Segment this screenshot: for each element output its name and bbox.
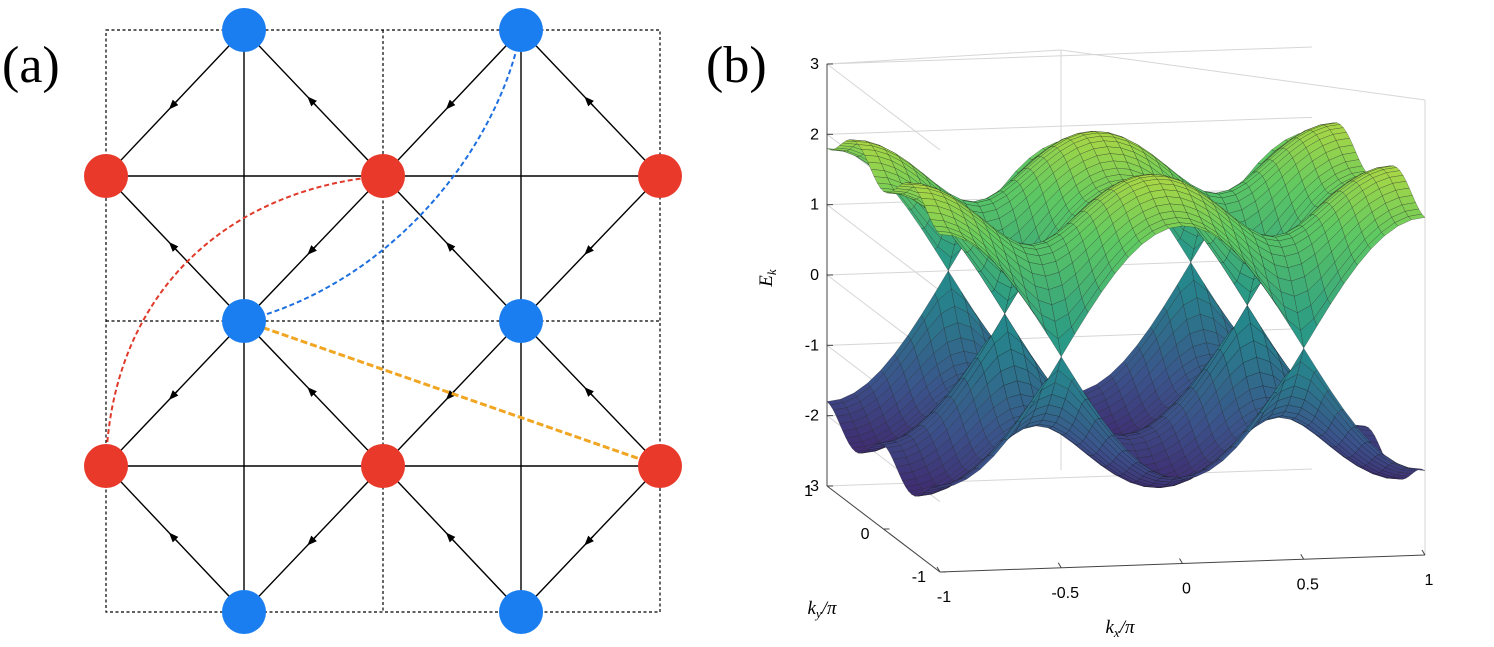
- blue-site: [222, 8, 266, 52]
- x-tick-label: -1: [937, 589, 951, 606]
- box-edge: [826, 49, 1062, 65]
- z-axis-label: Ek: [756, 269, 779, 288]
- panel-a-label: (a): [2, 37, 60, 94]
- z-tick-label: 2: [810, 126, 819, 143]
- x-tick-label: 0: [1182, 581, 1191, 598]
- bond-arrow: [168, 390, 179, 400]
- blue-site: [499, 590, 543, 634]
- red-site: [361, 154, 405, 198]
- blue-site: [222, 590, 266, 634]
- gridline: [825, 46, 1313, 151]
- lattice-diagram: (a): [2, 8, 682, 634]
- y-tick-label: -1: [912, 569, 926, 586]
- diagonal-bonds: [105, 29, 661, 613]
- bond-arrow: [168, 99, 179, 110]
- bond-arrow: [307, 535, 317, 546]
- gridline: [825, 468, 1313, 573]
- box-edge: [1060, 49, 1426, 101]
- x-tick-label: 1: [1425, 572, 1434, 589]
- lower-band-surface: [826, 261, 1426, 497]
- x-tick: [1179, 558, 1183, 564]
- red-site: [638, 154, 682, 198]
- orange-long-bond: [243, 319, 661, 468]
- blue-site: [499, 299, 543, 343]
- bond-arrow: [168, 532, 179, 543]
- blue-site: [499, 8, 543, 52]
- x-tick-label: -0.5: [1051, 585, 1079, 602]
- bond-arrow: [307, 245, 317, 255]
- bond-arrow: [584, 387, 594, 397]
- red-site: [84, 154, 128, 198]
- bond-arrow: [307, 96, 317, 107]
- y-tick-label: 0: [861, 526, 870, 543]
- lattice-sites: [84, 8, 682, 634]
- y-axis-label: ky/π: [807, 598, 836, 621]
- panel-b-label: (b): [706, 37, 767, 94]
- x-axis-label: kx/π: [1105, 617, 1134, 640]
- unit-cell-grid: [105, 29, 661, 613]
- z-tick-label: -2: [805, 408, 819, 425]
- upper-band-patch: [1408, 213, 1426, 220]
- blue-nnn-bond: [243, 29, 522, 322]
- red-nnn-bond: [105, 175, 384, 467]
- x-axis-ticks: -1 -0.5 0 0.5 1: [936, 549, 1434, 606]
- bond-arrow: [168, 242, 179, 252]
- upper-band-surface: [826, 122, 1426, 358]
- x-tick: [1057, 562, 1062, 569]
- bond-arrow: [445, 99, 456, 110]
- y-axis-ticks: 1 0 -1: [804, 483, 946, 586]
- x-tick: [1421, 549, 1426, 556]
- bond-arrow: [584, 245, 594, 255]
- z-tick-label: 0: [810, 267, 819, 284]
- z-tick-label: 1: [810, 197, 819, 214]
- red-site: [638, 444, 682, 488]
- bond-arrow: [445, 532, 456, 543]
- bond-arrow: [307, 387, 317, 397]
- z-tick-label: -3: [805, 478, 819, 495]
- z-tick-label: 3: [810, 56, 819, 73]
- z-axis-ticks: 3 2 1 0 -1 -2 -3: [805, 56, 833, 495]
- bond-arrow: [584, 535, 594, 546]
- z-tick-label: -1: [805, 337, 819, 354]
- blue-site: [222, 299, 266, 343]
- lower-band-patch: [1408, 467, 1426, 471]
- red-site: [84, 444, 128, 488]
- x-tick: [1300, 553, 1305, 560]
- bond-arrow: [584, 96, 594, 107]
- x-tick-label: 0.5: [1297, 576, 1319, 593]
- y-tick-label: 1: [804, 483, 813, 500]
- bond-arrow: [445, 242, 456, 252]
- red-site: [361, 444, 405, 488]
